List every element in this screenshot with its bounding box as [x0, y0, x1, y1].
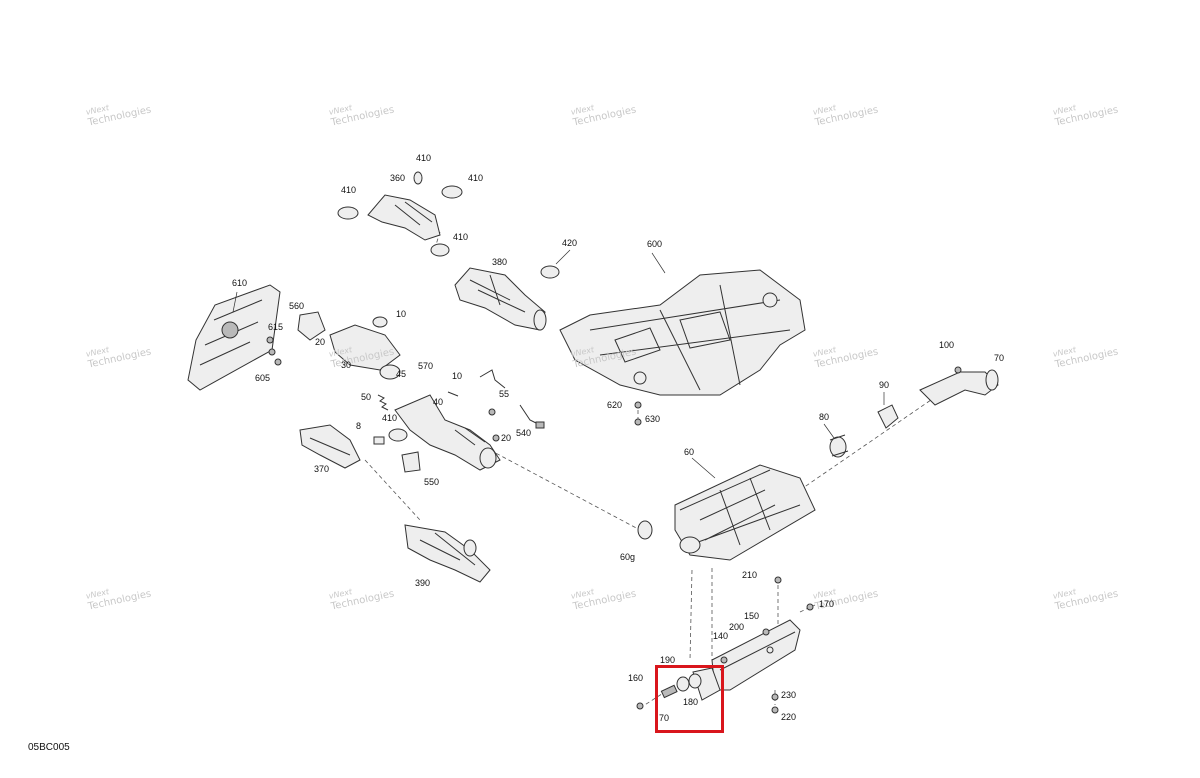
callout-60[interactable]: 60 — [684, 447, 695, 457]
bracket-560 — [297, 311, 326, 341]
heat-shield-610 — [187, 284, 281, 391]
callout-410[interactable]: 410 — [382, 413, 398, 423]
callout-410[interactable]: 410 — [341, 185, 357, 195]
clip-615 — [266, 336, 276, 356]
callout-200[interactable]: 200 — [729, 622, 745, 632]
callout-630[interactable]: 630 — [645, 414, 661, 424]
callout-20[interactable]: 20 — [501, 433, 512, 443]
clamp-410-upper — [337, 171, 463, 257]
callout-210[interactable]: 210 — [742, 570, 758, 580]
clamp-60g — [637, 520, 653, 540]
callout-50[interactable]: 50 — [361, 392, 372, 402]
callout-60g[interactable]: 60g — [620, 552, 636, 562]
screw-605 — [274, 358, 282, 366]
nuts-20 — [488, 408, 500, 442]
callout-90[interactable]: 90 — [879, 380, 890, 390]
callout-410[interactable]: 410 — [416, 153, 432, 163]
grommet-180 — [676, 673, 702, 692]
callout-615[interactable]: 615 — [268, 322, 284, 332]
callout-220[interactable]: 220 — [781, 712, 797, 722]
screw-620 — [634, 401, 642, 409]
callout-8[interactable]: 8 — [356, 421, 362, 431]
callout-55[interactable]: 55 — [499, 389, 510, 399]
sensor-45 — [447, 369, 506, 397]
callout-605[interactable]: 605 — [255, 373, 271, 383]
gasket-8 — [373, 436, 385, 445]
callout-620[interactable]: 620 — [607, 400, 623, 410]
manifold-assembly — [329, 316, 401, 380]
callout-70[interactable]: 70 — [659, 713, 670, 723]
pipe-40 — [394, 394, 501, 471]
screw-150 — [762, 628, 770, 636]
muffler-60 — [674, 464, 816, 561]
screw-100 — [954, 366, 962, 374]
figure-code: 05BC005 — [28, 742, 70, 753]
sleeve-80 — [829, 434, 849, 458]
part-550 — [401, 451, 421, 473]
screw-160 — [636, 702, 644, 710]
washer-230 — [771, 693, 779, 701]
callout-160[interactable]: 160 — [628, 673, 644, 683]
spring-50 — [377, 394, 389, 411]
clamp-420 — [540, 265, 560, 279]
callout-190[interactable]: 190 — [660, 655, 676, 665]
callout-40[interactable]: 40 — [433, 397, 444, 407]
callout-170[interactable]: 170 — [819, 599, 835, 609]
callout-540[interactable]: 540 — [516, 428, 532, 438]
callout-370[interactable]: 370 — [314, 464, 330, 474]
sensor-540 — [519, 404, 545, 429]
callout-10[interactable]: 10 — [452, 371, 463, 381]
callout-550[interactable]: 550 — [424, 477, 440, 487]
tailpipe-70 — [919, 369, 999, 406]
leader-lines — [232, 249, 885, 479]
callout-20[interactable]: 20 — [315, 337, 326, 347]
callout-180[interactable]: 180 — [683, 697, 699, 707]
clamp-410-lower — [388, 428, 408, 442]
pipe-370 — [299, 424, 361, 469]
pipe-360 — [367, 194, 441, 241]
nut-630 — [634, 418, 642, 426]
pipe-380 — [454, 267, 547, 331]
callout-380[interactable]: 380 — [492, 257, 508, 267]
callout-45[interactable]: 45 — [396, 369, 407, 379]
callout-150[interactable]: 150 — [744, 611, 760, 621]
callout-100[interactable]: 100 — [939, 340, 955, 350]
assembly-lines — [359, 231, 961, 709]
callout-600[interactable]: 600 — [647, 239, 663, 249]
callout-410[interactable]: 410 — [453, 232, 469, 242]
gasket-90 — [877, 404, 899, 429]
selected-part-highlight — [655, 665, 724, 733]
callout-80[interactable]: 80 — [819, 412, 830, 422]
screw-140 — [720, 656, 728, 664]
sleeve-70-lower — [660, 684, 678, 699]
callout-70[interactable]: 70 — [994, 353, 1005, 363]
callout-390[interactable]: 390 — [415, 578, 431, 588]
callout-230[interactable]: 230 — [781, 690, 797, 700]
callout-410[interactable]: 410 — [468, 173, 484, 183]
callout-30[interactable]: 30 — [341, 360, 352, 370]
callout-420[interactable]: 420 — [562, 238, 578, 248]
callout-610[interactable]: 610 — [232, 278, 248, 288]
callout-140[interactable]: 140 — [713, 631, 729, 641]
callout-560[interactable]: 560 — [289, 301, 305, 311]
screw-170 — [806, 603, 814, 611]
callout-10[interactable]: 10 — [396, 309, 407, 319]
skid-plate-600 — [559, 269, 806, 396]
callout-570[interactable]: 570 — [418, 361, 434, 371]
pipe-390 — [404, 524, 491, 583]
nut-220 — [771, 706, 779, 714]
screw-210 — [774, 576, 782, 584]
callout-360[interactable]: 360 — [390, 173, 406, 183]
